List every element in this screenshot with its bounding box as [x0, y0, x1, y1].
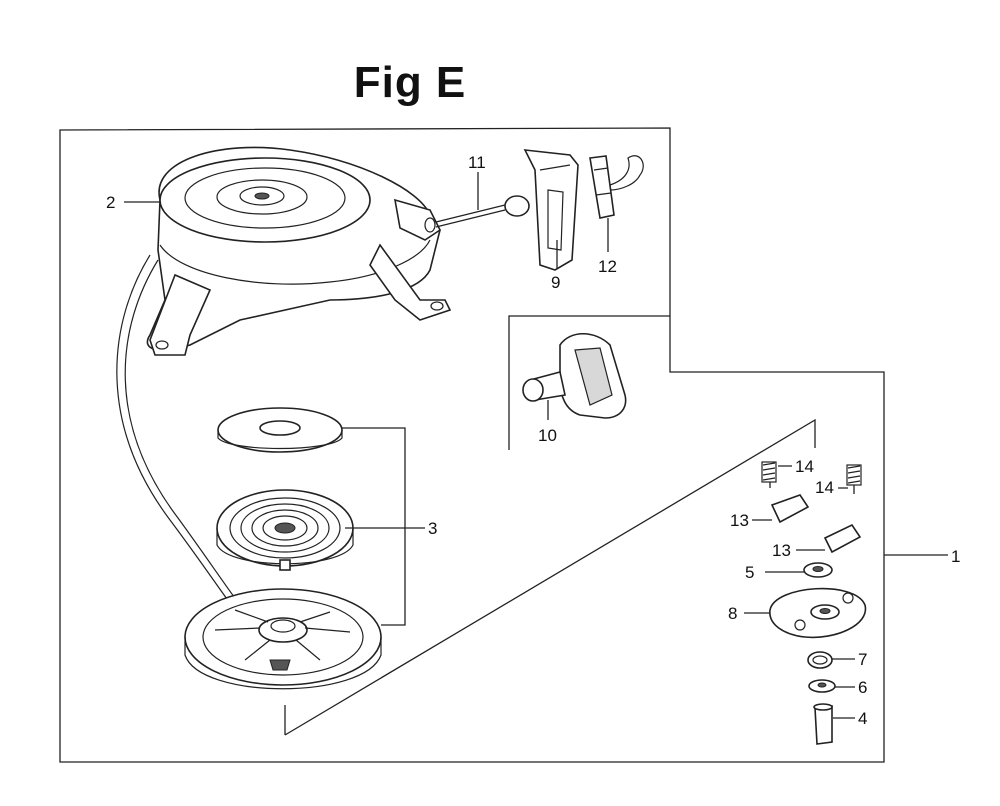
handle-rope: [435, 204, 506, 223]
spring-14b: [846, 464, 862, 486]
starter-grip-alt: [522, 333, 627, 419]
bracket-3: [342, 427, 406, 626]
spring-washer: [217, 407, 343, 453]
callout-7: 7: [858, 650, 867, 669]
callout-9: 9: [551, 273, 560, 292]
spring-14a: [761, 461, 777, 483]
washer-6: [808, 679, 836, 693]
callout-14b: 14: [815, 478, 834, 497]
leader-14a: [769, 465, 792, 488]
starter-rope: [116, 254, 236, 611]
callout-3: 3: [428, 519, 437, 538]
subassembly-box: [284, 418, 816, 736]
callout-11: 11: [468, 153, 486, 172]
ratchet-plate-8: [769, 587, 867, 639]
assembly-border: [59, 127, 885, 763]
callout-4: 4: [858, 709, 867, 728]
starter-grip: [504, 149, 579, 271]
rope-pulley: [184, 588, 382, 690]
inset-box: [508, 315, 670, 450]
figure-title: Fig E: [353, 58, 467, 107]
callout-5: 5: [745, 563, 754, 582]
pin-4: [813, 703, 833, 745]
callout-13b: 13: [772, 541, 791, 560]
callout-6: 6: [858, 678, 867, 697]
grip-insert: [589, 155, 644, 219]
pawl-13a: [770, 494, 810, 524]
callout-2: 2: [106, 193, 115, 212]
spring-7: [807, 651, 833, 669]
starter-rope-inner: [124, 259, 241, 606]
starter-housing: [146, 146, 452, 356]
leader-14b: [838, 485, 855, 494]
pawl-13b: [823, 523, 862, 554]
handle-rope-inner: [435, 209, 506, 228]
callout-14a: 14: [795, 457, 814, 476]
callout-13a: 13: [730, 511, 749, 530]
callout-12: 12: [598, 257, 617, 276]
callout-10: 10: [538, 426, 557, 445]
washer-5: [803, 562, 833, 578]
callout-1: 1: [951, 547, 960, 566]
recoil-spring: [216, 489, 354, 571]
callout-8: 8: [728, 604, 737, 623]
